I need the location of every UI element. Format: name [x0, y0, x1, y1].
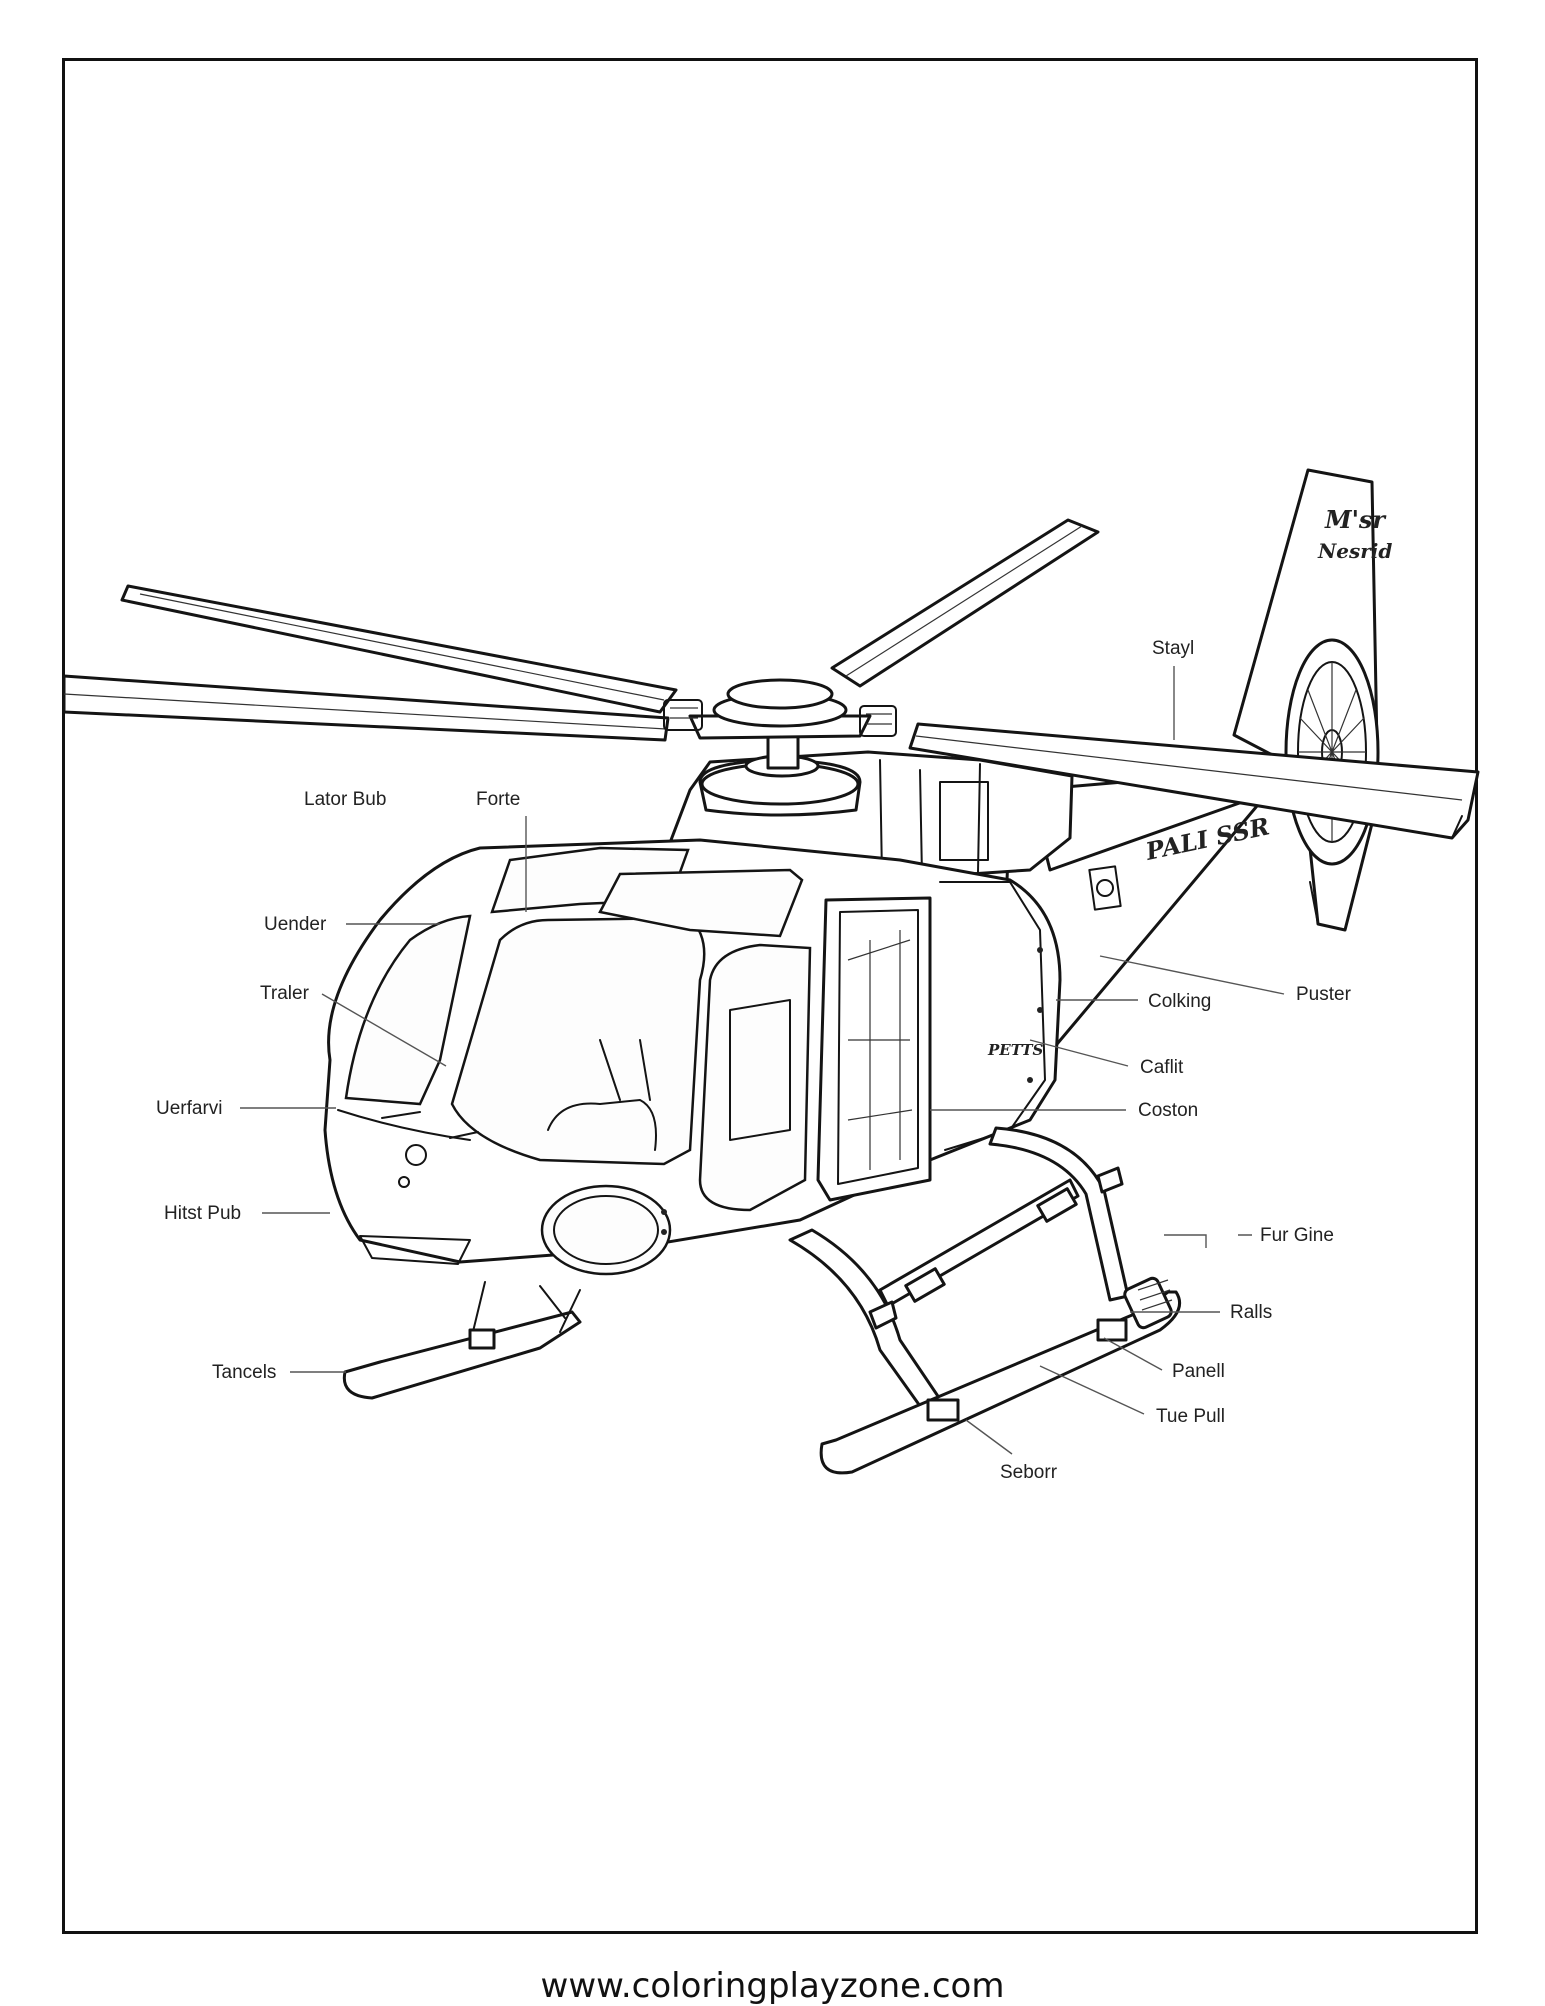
tail-rotor [1284, 638, 1380, 866]
label-ralls: Ralls [1230, 1302, 1272, 1323]
label-caflit: Caflit [1140, 1057, 1184, 1078]
tail-marking-1: M'sr [1324, 505, 1387, 534]
leader-seborr [965, 1419, 1013, 1455]
label-traler: Traler [260, 983, 310, 1004]
label-stayl: Stayl [1152, 638, 1194, 659]
fuselage: PETTS [323, 750, 1074, 1276]
leader-fur-gine [1164, 1234, 1252, 1248]
rotor-hub [663, 678, 897, 817]
main-rotor-blades [62, 518, 1480, 840]
label-hitst-pub: Hitst Pub [164, 1203, 241, 1224]
leader-traler [321, 993, 447, 1067]
part-labels: Lator Bub Forte Stayl Uender Traler Uerf… [156, 638, 1352, 1483]
tail-marking-2: Nesrid [1317, 539, 1392, 563]
label-panell: Panell [1172, 1361, 1225, 1382]
label-puster: Puster [1296, 984, 1352, 1005]
website-footer: www.coloringplayzone.com [540, 1966, 1005, 2006]
label-uerfarvi: Uerfarvi [156, 1098, 223, 1119]
label-tancels: Tancels [212, 1362, 276, 1383]
label-seborr: Seborr [1000, 1462, 1058, 1483]
label-coston: Coston [1138, 1100, 1198, 1121]
label-forte: Forte [476, 789, 520, 810]
label-tue-pull: Tue Pull [1156, 1406, 1225, 1427]
label-lator-bub: Lator Bub [304, 789, 386, 810]
label-colking: Colking [1148, 991, 1211, 1012]
leader-tue-pull [1039, 1365, 1145, 1415]
leader-panell [1103, 1337, 1163, 1371]
leader-puster [1099, 955, 1285, 995]
label-fur-gine: Fur Gine [1260, 1225, 1334, 1246]
leader-caflit [1029, 1039, 1129, 1067]
label-uender: Uender [264, 914, 327, 935]
landing-gear [342, 1126, 1181, 1475]
door-marking: PETTS [987, 1041, 1044, 1059]
